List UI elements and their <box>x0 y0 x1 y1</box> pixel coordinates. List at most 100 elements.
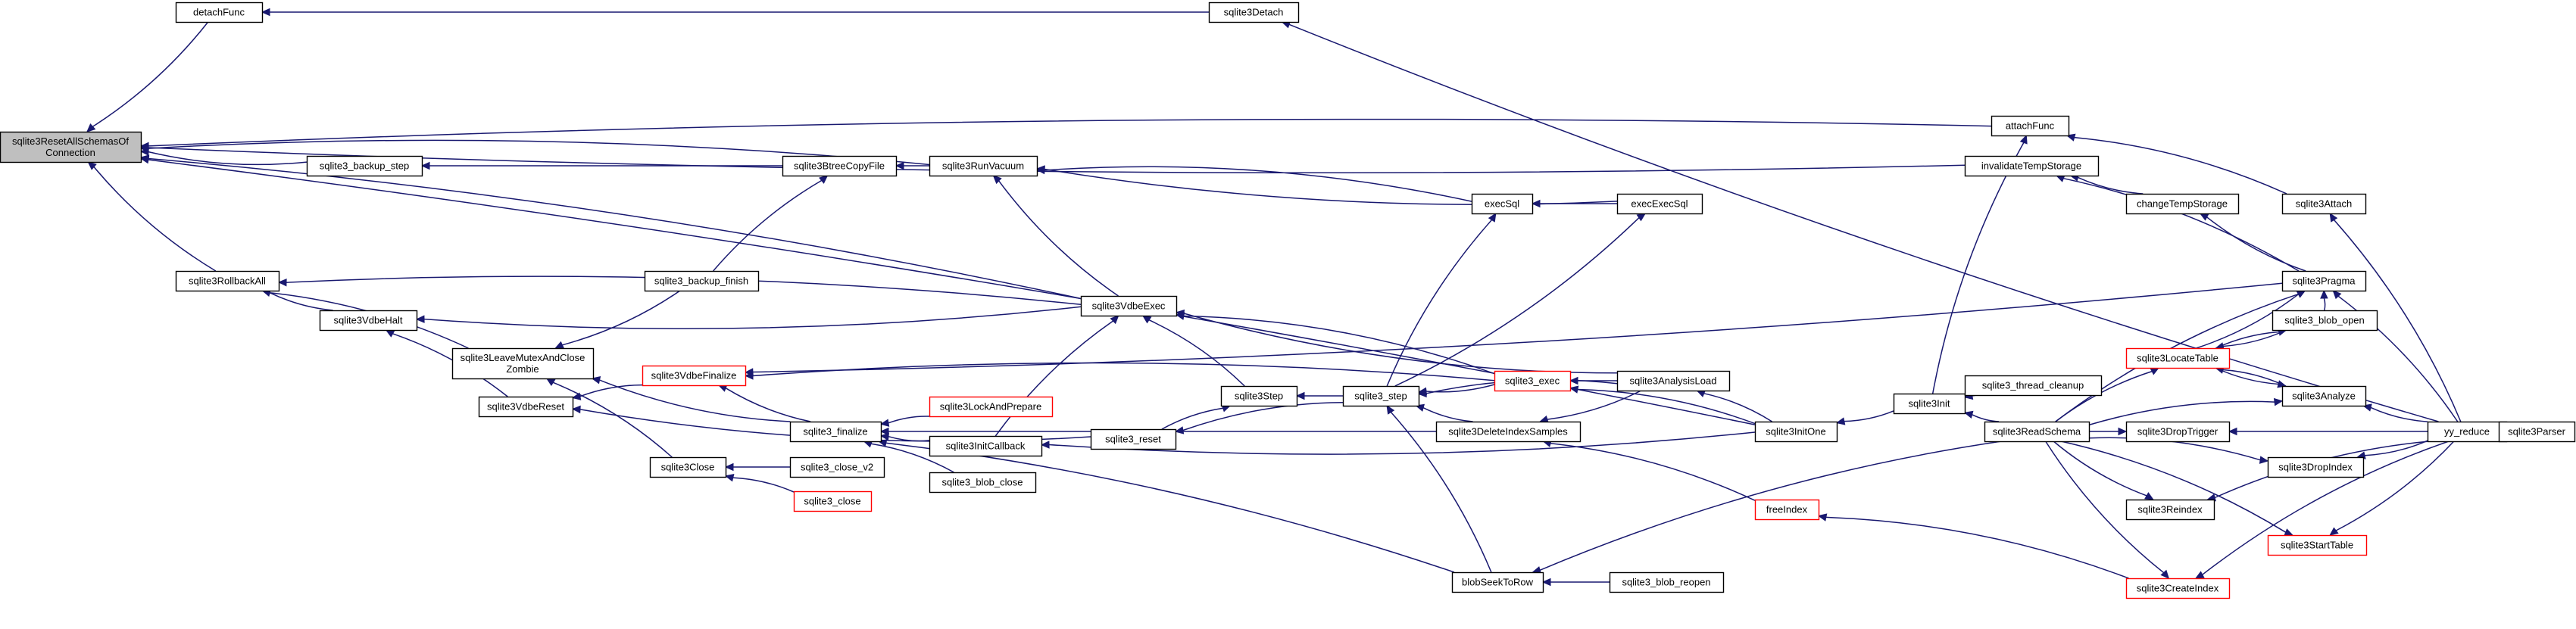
node-label: execExecSql <box>1631 198 1688 210</box>
node-sqlite3_exec[interactable]: sqlite3_exec <box>1494 370 1572 392</box>
edge-line <box>148 157 1082 300</box>
node-sqlite3_close[interactable]: sqlite3_close <box>793 490 873 512</box>
edge-sqlite3_step-to-execSql <box>1386 212 1497 387</box>
node-sqlite3Step[interactable]: sqlite3Step <box>1220 385 1298 407</box>
arrowhead <box>1386 404 1395 415</box>
node-label: sqlite3VdbeHalt <box>333 315 402 326</box>
arrowhead <box>724 474 735 482</box>
node-execSql[interactable]: execSql <box>1471 193 1534 215</box>
node-box <box>1754 421 1838 443</box>
node-sqlite3_backup_step[interactable]: sqlite3_backup_step <box>306 155 423 177</box>
node-label: sqlite3_backup_step <box>320 160 410 172</box>
node-changeTempStorage[interactable]: changeTempStorage <box>2125 193 2240 215</box>
node-sqlite3_finalize[interactable]: sqlite3_finalize <box>789 421 882 443</box>
node-sqlite3_blob_open[interactable]: sqlite3_blob_open <box>2272 310 2378 332</box>
arrowhead <box>87 161 97 170</box>
edge-sqlite3LocateTable-to-sqlite3Analyze <box>2215 367 2287 388</box>
arrowhead <box>1636 213 1647 222</box>
node-label: sqlite3Attach <box>2296 198 2352 210</box>
node-sqlite3InitCallback[interactable]: sqlite3InitCallback <box>929 435 1043 457</box>
arrowhead <box>2118 427 2128 436</box>
node-sqlite3StartTable[interactable]: sqlite3StartTable <box>2267 534 2368 556</box>
node-box <box>929 472 1037 494</box>
node-box <box>1964 155 2100 177</box>
node-box <box>929 396 1054 418</box>
node-invalidateTempStorage[interactable]: invalidateTempStorage <box>1964 155 2100 177</box>
edge-line <box>1422 407 1473 422</box>
node-sqlite3_step[interactable]: sqlite3_step <box>1342 385 1420 407</box>
node-freeIndex[interactable]: freeIndex <box>1754 499 1820 521</box>
node-sqlite3Init[interactable]: sqlite3Init <box>1893 393 1966 415</box>
node-detachFunc[interactable]: detachFunc <box>175 2 264 23</box>
node-sqlite3_thread_cleanup[interactable]: sqlite3_thread_cleanup <box>1964 375 2103 397</box>
node-sqlite3VdbeHalt[interactable]: sqlite3VdbeHalt <box>319 310 418 332</box>
node-sqlite3_blob_close[interactable]: sqlite3_blob_close <box>929 472 1037 494</box>
node-sqlite3RunVacuum[interactable]: sqlite3RunVacuum <box>929 155 1038 177</box>
node-sqlite3Close[interactable]: sqlite3Close <box>649 456 727 478</box>
edge-line <box>2323 297 2326 311</box>
node-sqlite3_reset[interactable]: sqlite3_reset <box>1090 428 1177 450</box>
node-sqlite3Pragma[interactable]: sqlite3Pragma <box>2281 270 2367 292</box>
edge-line <box>2078 176 2144 195</box>
edge-line <box>2053 441 2147 497</box>
arrowhead <box>385 329 395 338</box>
node-blobSeekToRow[interactable]: blobSeekToRow <box>1451 571 1544 593</box>
edge-sqlite3_step-to-sqlite3_reset <box>1174 401 1344 434</box>
edge-line <box>2074 136 2287 195</box>
node-sqlite3LockAndPrepare[interactable]: sqlite3LockAndPrepare <box>929 396 1054 418</box>
edge-execExecSql-to-execSql <box>1531 199 1617 208</box>
node-sqlite3_close_v2[interactable]: sqlite3_close_v2 <box>789 456 885 478</box>
node-attachFunc[interactable]: attachFunc <box>1991 115 2070 137</box>
arrowhead <box>2160 569 2170 579</box>
node-sqlite3Detach[interactable]: sqlite3Detach <box>1208 2 1300 23</box>
node-sqlite3DropIndex[interactable]: sqlite3DropIndex <box>2267 456 2365 478</box>
node-sqlite3Reindex[interactable]: sqlite3Reindex <box>2125 499 2215 521</box>
node-sqlite3AnalysisLoad[interactable]: sqlite3AnalysisLoad <box>1616 370 1731 392</box>
node-sqlite3DropTrigger[interactable]: sqlite3DropTrigger <box>2125 421 2231 443</box>
node-label: sqlite3AnalysisLoad <box>1630 375 1717 387</box>
edge-line <box>148 139 930 166</box>
node-label: sqlite3_exec <box>1505 375 1560 387</box>
edge-line <box>1288 23 2439 422</box>
edge-sqlite3InitCallback-to-sqlite3VdbeExec <box>994 315 1119 437</box>
node-sqlite3Analyze[interactable]: sqlite3Analyze <box>2281 385 2367 407</box>
arrowhead <box>2332 290 2342 300</box>
edge-sqlite3BtreeCopyFile-to-sqlite3_backup_step <box>420 161 782 170</box>
node-label: freeIndex <box>1766 504 1808 515</box>
edge-yy_reduce-to-sqlite3CreateIndex <box>2194 441 2450 579</box>
node-sqlite3DeleteIndexSamples[interactable]: sqlite3DeleteIndexSamples <box>1435 421 1582 443</box>
node-box <box>1494 370 1572 392</box>
arrowhead <box>2199 213 2209 221</box>
edge-line <box>148 118 1992 147</box>
edge-line <box>579 384 643 397</box>
node-box <box>2281 193 2367 215</box>
node-execExecSql[interactable]: execExecSql <box>1616 193 1703 215</box>
node-sqlite3RollbackAll[interactable]: sqlite3RollbackAll <box>175 270 280 292</box>
node-label: changeTempStorage <box>2137 198 2228 210</box>
node-sqlite3Parser[interactable]: sqlite3Parser <box>2498 421 2576 443</box>
node-sqlite3_backup_finish[interactable]: sqlite3_backup_finish <box>644 270 760 292</box>
node-sqlite3CreateIndex[interactable]: sqlite3CreateIndex <box>2125 578 2231 599</box>
arrowhead <box>1174 426 1185 434</box>
node-sqlite3VdbeExec[interactable]: sqlite3VdbeExec <box>1080 295 1178 317</box>
node-sqlite3Attach[interactable]: sqlite3Attach <box>2281 193 2367 215</box>
node-box <box>2125 421 2231 443</box>
node-sqlite3_blob_reopen[interactable]: sqlite3_blob_reopen <box>1609 571 1725 593</box>
node-sqlite3VdbeFinalize[interactable]: sqlite3VdbeFinalize <box>642 365 747 387</box>
node-sqlite3InitOne[interactable]: sqlite3InitOne <box>1754 421 1838 443</box>
edge-yy_reduce-to-sqlite3Detach <box>1281 20 2439 422</box>
arrowhead <box>724 462 734 472</box>
node-box <box>1616 193 1703 215</box>
edge-line <box>888 416 930 424</box>
node-sqlite3LocateTable[interactable]: sqlite3LocateTable <box>2125 347 2231 369</box>
node-label: sqlite3_blob_close <box>942 477 1023 488</box>
node-sqlite3VdbeReset[interactable]: sqlite3VdbeReset <box>478 396 574 418</box>
node-label: sqlite3Step <box>1235 391 1283 402</box>
node-sqlite3BtreeCopyFile[interactable]: sqlite3BtreeCopyFile <box>782 155 898 177</box>
node-yy_reduce[interactable]: yy_reduce <box>2427 421 2508 443</box>
node-sqlite3ReadSchema[interactable]: sqlite3ReadSchema <box>1984 421 2090 443</box>
